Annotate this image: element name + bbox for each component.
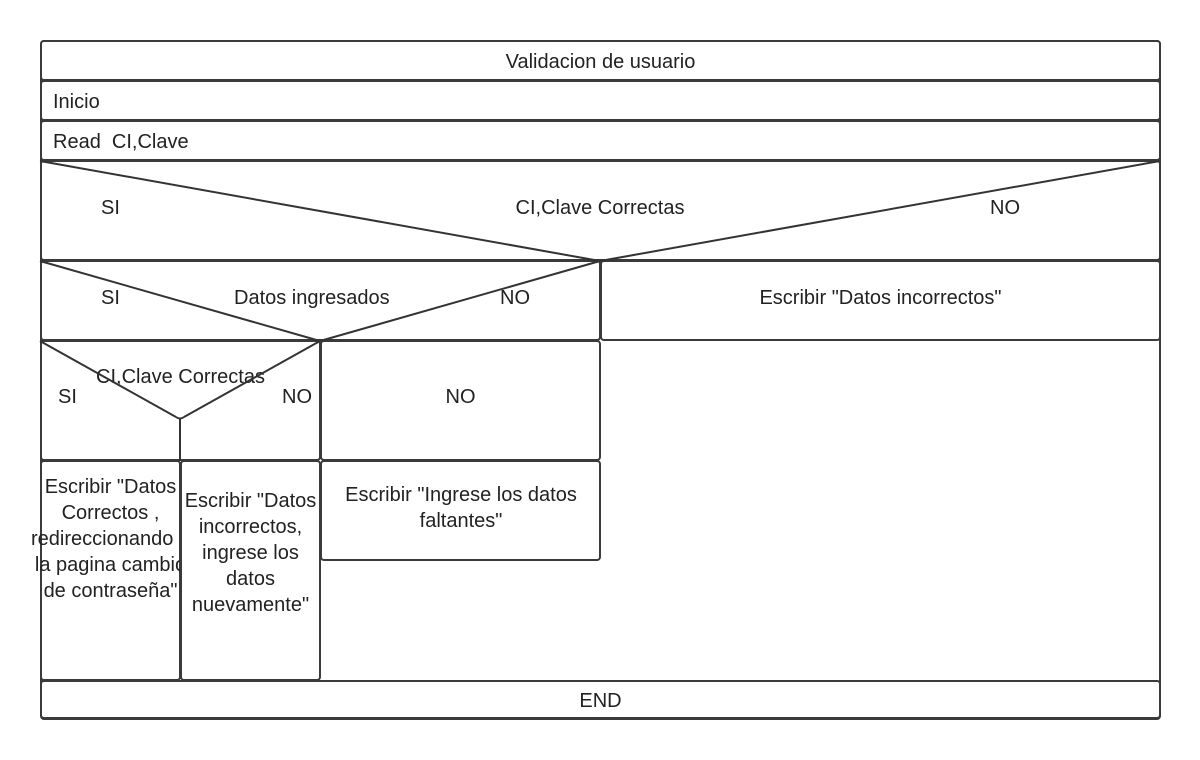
title-box: [40, 40, 1161, 81]
start-label: Inicio: [53, 91, 100, 113]
decision1-question: CI,Clave Correctas: [515, 197, 685, 219]
decision1-no-label: NO: [990, 197, 1020, 219]
diagram-title: Validacion de usuario: [505, 51, 696, 73]
decision2-yes-label: SI: [101, 287, 120, 309]
read-label: Read CI,Clave: [53, 131, 189, 153]
action-correct-text: Escribir "Datos Correctos , redirecciona…: [31, 476, 190, 602]
end-box: [40, 680, 1161, 719]
no-branch2-action-box: [320, 460, 601, 561]
decision3-box: [40, 340, 321, 461]
read-box: [40, 120, 1161, 161]
decision3-yes-label: SI: [58, 386, 77, 408]
end-label: END: [579, 690, 622, 712]
decision3-no-label: NO: [282, 386, 312, 408]
decision2-question: Datos ingresados: [234, 287, 390, 309]
no-branch1-box: [600, 260, 1161, 341]
decision1-yes-label: SI: [101, 197, 120, 219]
no-branch2-action-text: Escribir "Ingrese los datos faltantes": [345, 484, 577, 532]
action-incorrect-box: [180, 460, 321, 681]
decision2-no-label: NO: [500, 287, 530, 309]
no-branch2-header: NO: [445, 386, 476, 408]
action-incorrect-text: Escribir "Datos incorrectos, ingrese los…: [184, 490, 317, 616]
decision3-question: CI,Clave Correctas: [96, 366, 265, 388]
no-branch1-action: Escribir "Datos incorrectos": [759, 287, 1002, 309]
action-correct-box: [40, 460, 181, 681]
start-box: [40, 80, 1161, 121]
